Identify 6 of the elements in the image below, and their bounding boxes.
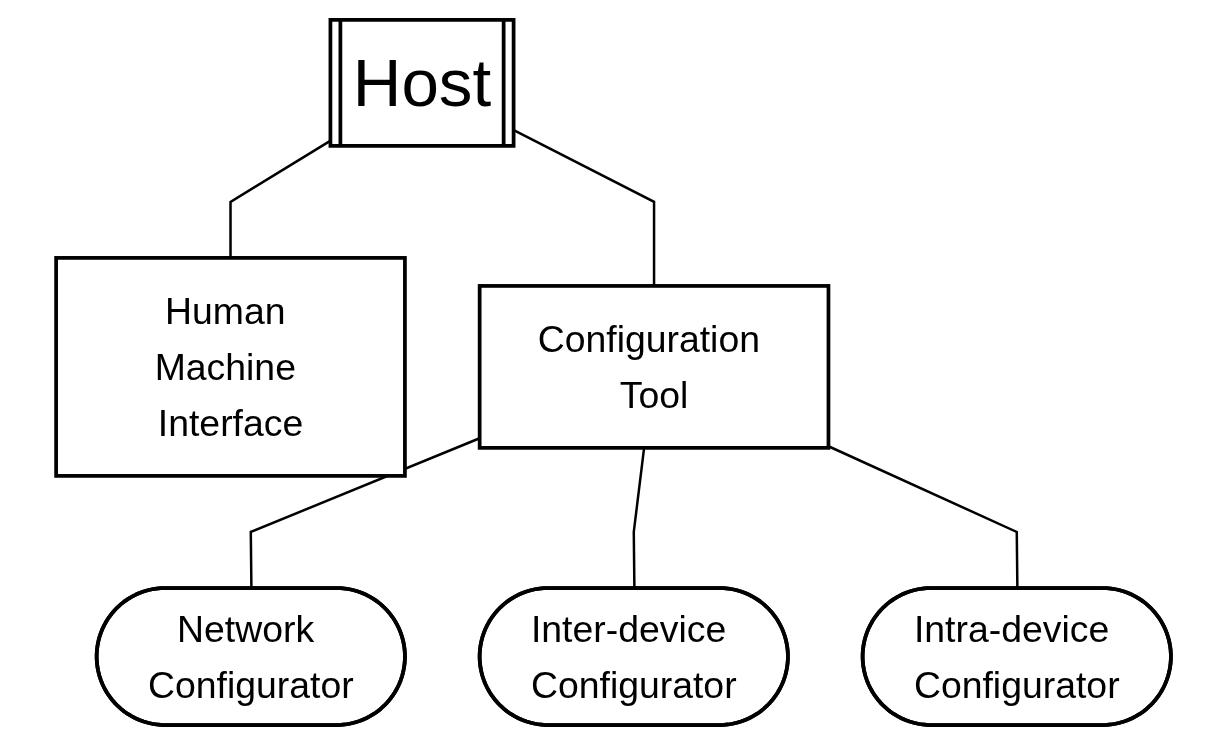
connector	[229, 139, 332, 258]
connector	[513, 129, 656, 286]
node-box: Configuration Tool	[477, 284, 831, 450]
connector	[632, 447, 646, 589]
connector	[827, 445, 1019, 589]
node-box: Human Machine Interface	[54, 256, 407, 478]
